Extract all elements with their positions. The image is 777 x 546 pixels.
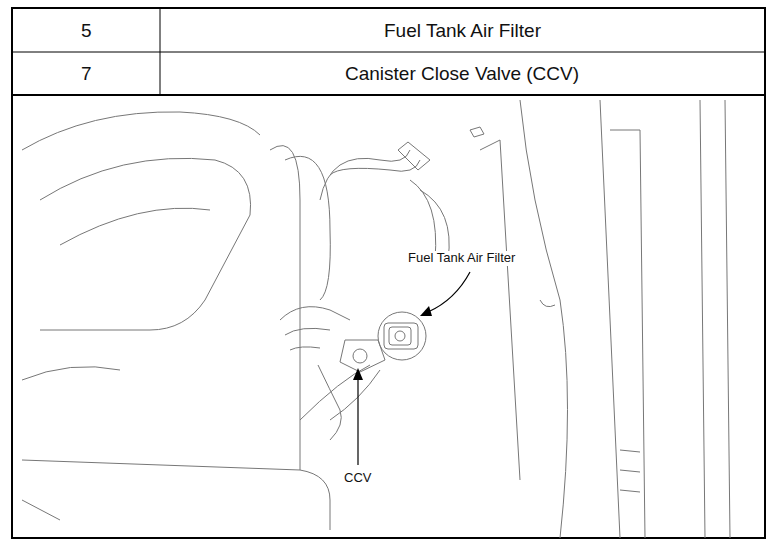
callout-number: 5 [81, 20, 92, 42]
table-rule [12, 52, 765, 53]
line-art [22, 100, 730, 538]
part-name: Fuel Tank Air Filter [384, 20, 541, 42]
table-rule [160, 8, 161, 95]
leader-line [420, 272, 470, 316]
part-name: Canister Close Valve (CCV) [345, 63, 579, 85]
table-rule [12, 94, 765, 96]
callout-number: 7 [81, 63, 92, 85]
frame [12, 8, 765, 538]
part-label: CCV [342, 471, 373, 486]
leader-line [353, 368, 363, 465]
part-label: Fuel Tank Air Filter [406, 251, 517, 266]
